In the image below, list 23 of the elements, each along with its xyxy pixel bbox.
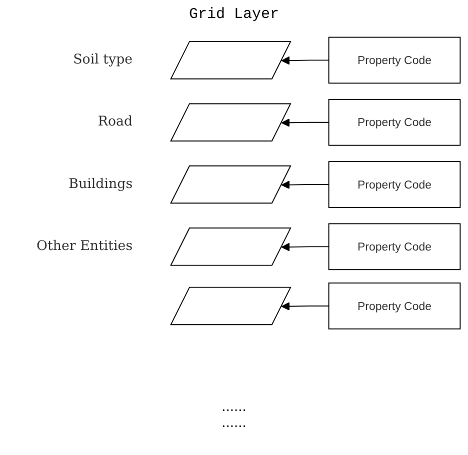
- node-box: [328, 36, 461, 84]
- layer-diagram: Soil type Property Code Road Property Code Buildings Property Code Other Entities Property Code Property Code: [4, 32, 464, 333]
- node-label: Other Entities: [36, 238, 133, 254]
- node-parallelogram: [170, 41, 292, 80]
- ellipsis-label: ......: [222, 400, 246, 416]
- node-parallelogram: [170, 286, 292, 326]
- node-parallelogram: [170, 103, 292, 142]
- node-box: [328, 223, 461, 270]
- node-parallelogram: [170, 228, 292, 266]
- node-box: [328, 161, 461, 208]
- node-parallelogram: [170, 165, 292, 204]
- arrow: [281, 118, 330, 127]
- node-box: [328, 98, 461, 146]
- arrow: [281, 180, 330, 190]
- arrow: [281, 302, 330, 311]
- node-box: [328, 282, 461, 330]
- arrow: [281, 242, 330, 252]
- arrow: [281, 56, 330, 65]
- node-label: Buildings: [68, 176, 133, 192]
- ellipsis-label: ......: [222, 416, 246, 432]
- node-label: Soil type: [73, 52, 133, 68]
- diagram-title: Grid Layer: [188, 6, 279, 23]
- node-label: Road: [98, 114, 133, 130]
